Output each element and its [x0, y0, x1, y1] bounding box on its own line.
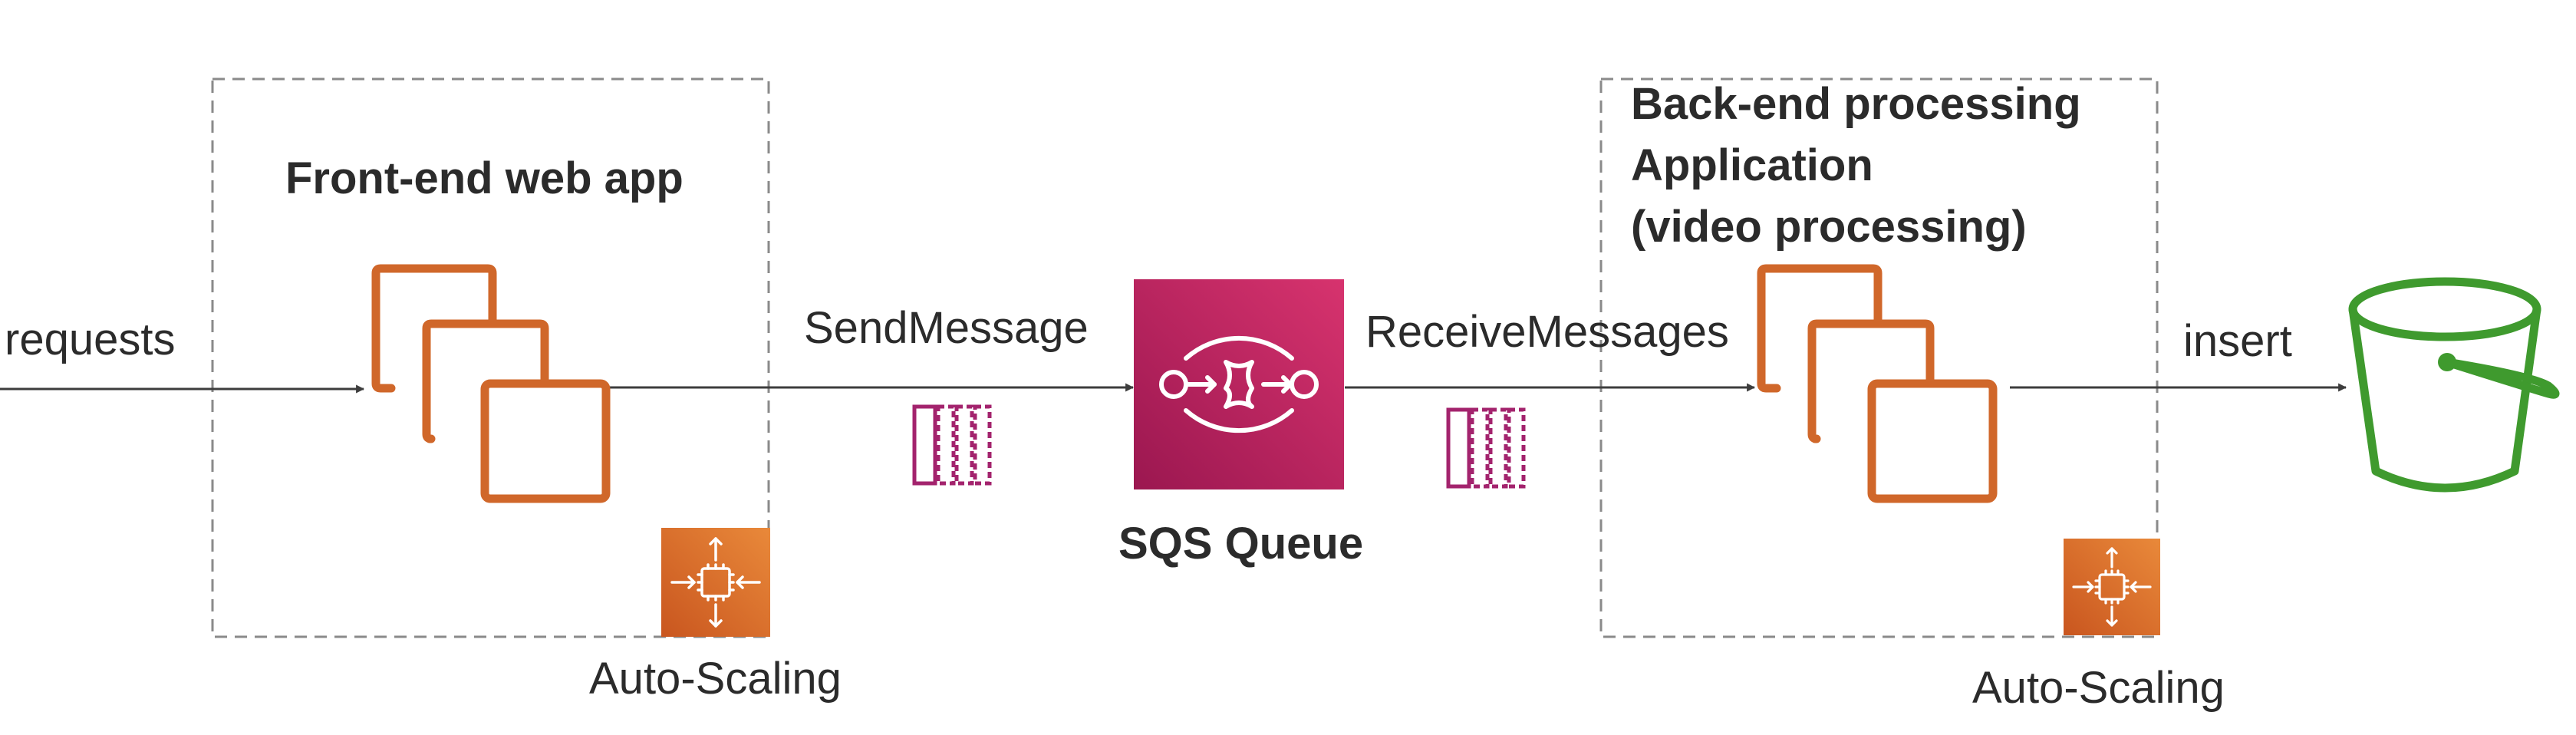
message-icon [1446, 407, 1526, 489]
requests-label: requests [5, 315, 176, 364]
auto-scaling-label: Auto-Scaling [1972, 663, 2225, 713]
message-icon [912, 404, 992, 486]
back-end-title-line: Back-end processing [1631, 79, 2081, 129]
receive-messages-label: ReceiveMessages [1365, 307, 1729, 357]
auto-scaling-label: Auto-Scaling [589, 654, 842, 704]
back-end-title-line: (video processing) [1631, 202, 2027, 252]
auto-scaling-icon [2064, 539, 2160, 635]
insert-label: insert [2183, 316, 2292, 366]
sqs-queue-label: SQS Queue [1118, 519, 1364, 569]
ec2-instances-icon [1757, 264, 1998, 503]
send-message-label: SendMessage [804, 303, 1089, 353]
ec2-instances-icon [371, 264, 611, 503]
back-end-title: Back-end processing Application (video p… [1631, 74, 2081, 258]
s3-bucket-icon [2348, 277, 2560, 493]
front-end-title: Front-end web app [285, 153, 684, 203]
auto-scaling-icon [661, 528, 770, 637]
sqs-queue-icon [1134, 279, 1344, 489]
back-end-title-line: Application [1631, 140, 1873, 190]
